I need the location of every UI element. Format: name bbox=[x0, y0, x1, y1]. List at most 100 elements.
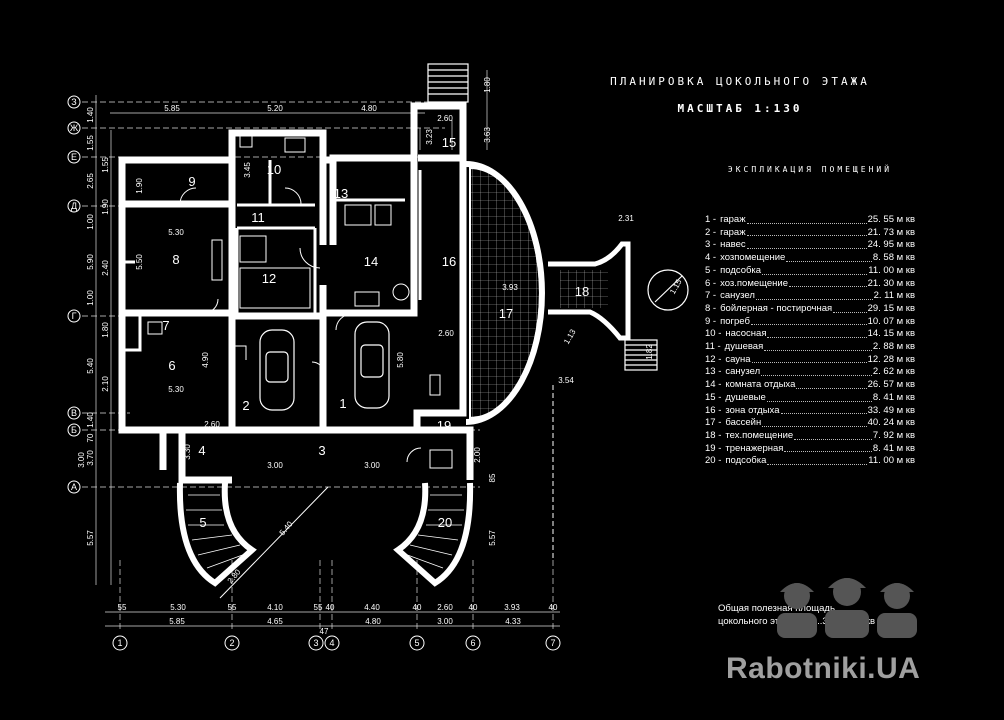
explication-num: 4 - bbox=[705, 252, 717, 264]
explication-name: хозпомещение bbox=[720, 252, 786, 264]
explication-row: 4 -хозпомещение 8. 58 м кв bbox=[705, 252, 915, 265]
dim-label: 85 bbox=[488, 473, 497, 482]
leader-dots bbox=[767, 455, 868, 466]
row-axis-label: В bbox=[71, 408, 77, 418]
col-axis-label: 4 bbox=[329, 638, 334, 648]
explication-num: 12 - bbox=[705, 353, 722, 365]
dim-label: 2.60 bbox=[437, 603, 453, 612]
explication-name: душевые bbox=[725, 391, 766, 403]
leader-dots bbox=[746, 239, 867, 250]
room-number: 15 bbox=[442, 135, 456, 150]
col-axis-label: 1 bbox=[117, 638, 122, 648]
room-number: 16 bbox=[442, 254, 456, 269]
explication-name: погреб bbox=[720, 315, 750, 327]
dim-label: 3.00 bbox=[267, 461, 283, 470]
explication-num: 3 - bbox=[705, 239, 717, 251]
room-number: 8 bbox=[172, 252, 179, 267]
explication-area: 2. 11 м кв bbox=[873, 290, 915, 302]
col-axis-label: 7 bbox=[550, 638, 555, 648]
dim-label: 3.00 bbox=[364, 461, 380, 470]
dim-label: 3.00 bbox=[437, 617, 453, 626]
dim-label: 1.13 bbox=[562, 327, 578, 345]
top-stair bbox=[427, 63, 469, 103]
dim-label: 5.57 bbox=[86, 530, 95, 546]
dim-label: 4.80 bbox=[365, 617, 381, 626]
section-line bbox=[219, 385, 554, 599]
leader-dots bbox=[755, 290, 873, 300]
explication-area: 21. 73 м кв bbox=[867, 226, 915, 238]
leader-dots bbox=[780, 405, 867, 415]
dim-label: 2.40 bbox=[101, 260, 110, 276]
dim-label: 5.80 bbox=[396, 352, 405, 368]
watermark-logo: Rabotniki.UA bbox=[726, 652, 921, 685]
room-number: 19 bbox=[437, 418, 451, 433]
explication-name: зона отдыха bbox=[725, 404, 780, 416]
room-number: 1 bbox=[339, 396, 346, 411]
dim-label: 1.40 bbox=[86, 412, 95, 428]
car-icon bbox=[259, 321, 390, 411]
dim-label: 5.57 bbox=[488, 530, 497, 546]
explication-num: 1 - bbox=[705, 214, 717, 225]
dim-label: 1.90 bbox=[101, 199, 110, 215]
room-number: 10 bbox=[267, 162, 281, 177]
leader-dots bbox=[764, 341, 872, 351]
row-axis-label: Д bbox=[71, 201, 77, 211]
dim-label: 1.80 bbox=[101, 322, 110, 338]
explication-area: 11. 00 м кв bbox=[868, 455, 915, 467]
row-axis-label: А bbox=[71, 482, 77, 492]
dim-label: 4.65 bbox=[267, 617, 283, 626]
explication-name: гараж bbox=[720, 226, 746, 238]
dim-label: 3.23 bbox=[425, 129, 434, 145]
col-axis-markers bbox=[112, 635, 561, 651]
explication-name: санузел bbox=[720, 290, 755, 302]
dim-label: 2.65 bbox=[86, 173, 95, 189]
dim-label: 5.85 bbox=[164, 104, 180, 113]
dim-label: 5.40 bbox=[86, 358, 95, 374]
explication-name: тренажерная bbox=[725, 442, 784, 454]
explication-num: 11 - bbox=[705, 341, 721, 353]
explication-num: 10 - bbox=[705, 328, 722, 340]
dim-label: 4.33 bbox=[505, 617, 521, 626]
curved-ramps bbox=[176, 482, 474, 587]
explication-area: 33. 49 м кв bbox=[867, 404, 915, 416]
room-number: 9 bbox=[188, 174, 195, 189]
col-axis-label: 3 bbox=[313, 638, 318, 648]
explication-name: санузел bbox=[725, 366, 761, 378]
dim-label: 55 bbox=[314, 603, 323, 612]
row-axis-label: Е bbox=[71, 152, 77, 162]
explication-num: 5 - bbox=[705, 264, 717, 276]
leader-dots bbox=[767, 328, 867, 339]
explication-num: 15 - bbox=[705, 391, 722, 403]
room-number: 17 bbox=[499, 306, 513, 321]
dim-label: 3.54 bbox=[558, 376, 574, 385]
doors bbox=[179, 187, 422, 463]
explication-area: 8. 58 м кв bbox=[872, 252, 915, 264]
dim-label: 3.00 bbox=[77, 452, 86, 468]
explication-name: подсобка bbox=[725, 455, 767, 467]
room-number: 2 bbox=[242, 398, 249, 413]
dim-label: 1.55 bbox=[101, 157, 110, 173]
explication-name: душевая bbox=[724, 341, 764, 353]
dim-label: 1.55 bbox=[86, 135, 95, 151]
dim-label: 5.30 bbox=[170, 603, 186, 612]
row-axis-label: Ж bbox=[70, 123, 79, 133]
col-axis-label: 5 bbox=[414, 638, 419, 648]
room-number: 5 bbox=[199, 515, 206, 530]
dim-label: 40 bbox=[413, 603, 422, 612]
inner-walls bbox=[122, 160, 422, 352]
workers-logo-icon bbox=[777, 578, 917, 638]
dim-label: 4.10 bbox=[267, 603, 283, 612]
dim-label: 1.40 bbox=[86, 107, 95, 123]
dim-label: 1.15 bbox=[668, 277, 684, 295]
